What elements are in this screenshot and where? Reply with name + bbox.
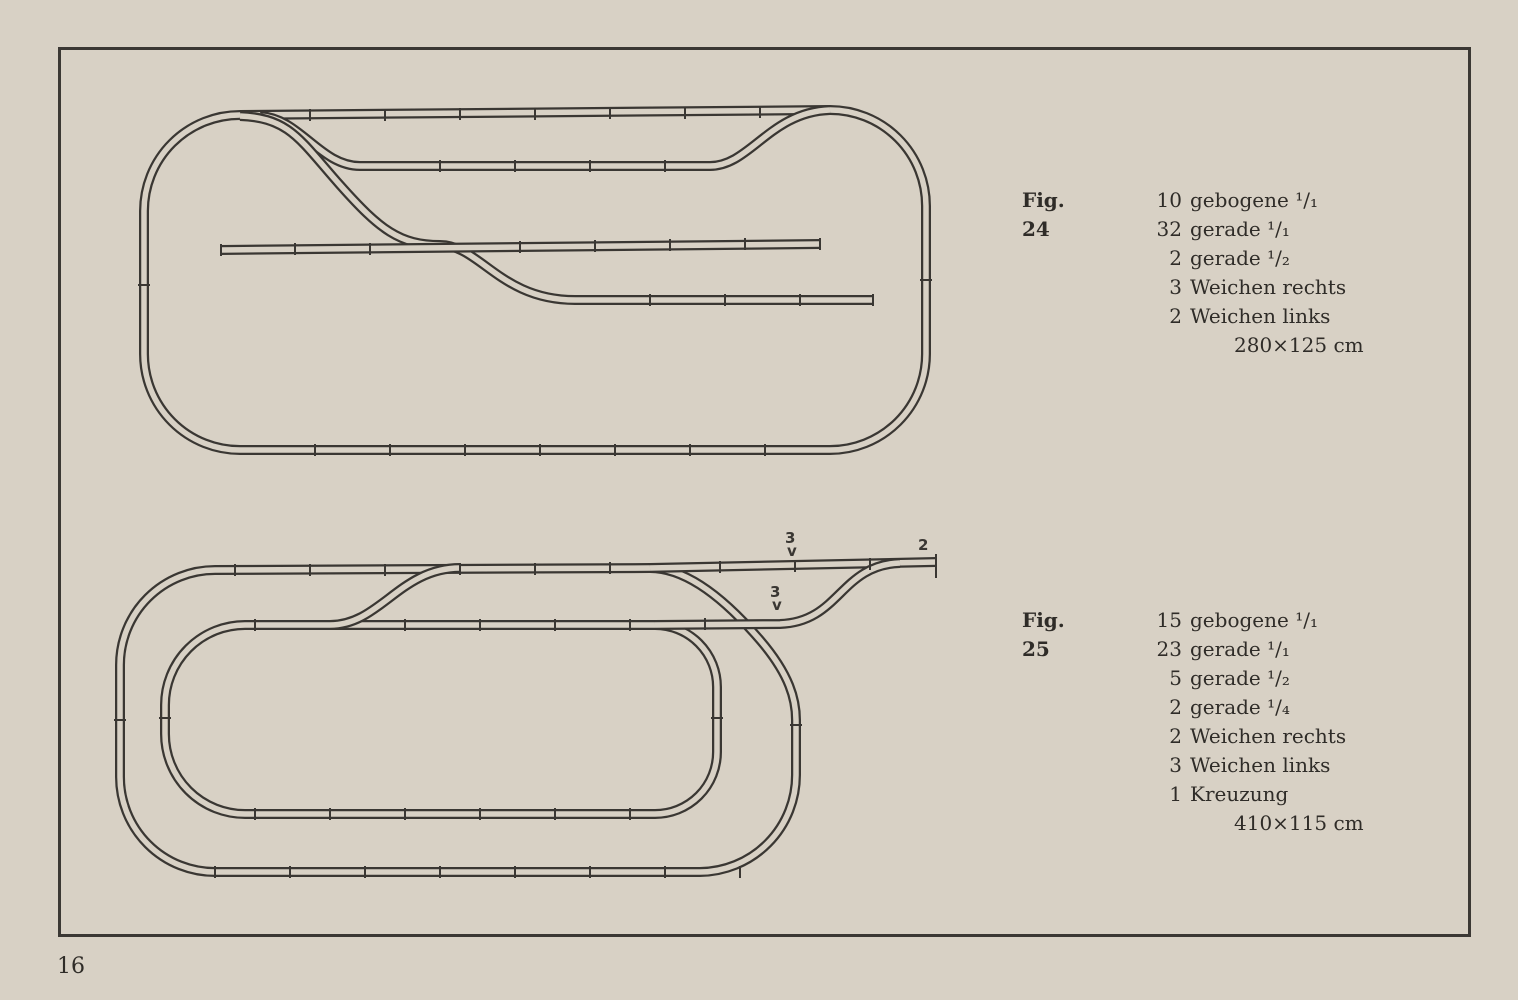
part-qty: 2 bbox=[1169, 304, 1182, 328]
part-name: gerade ¹/₁ bbox=[1190, 217, 1290, 241]
list-item: 1 Kreuzung bbox=[1146, 780, 1364, 809]
figure-frame bbox=[58, 47, 1471, 937]
part-name: Weichen links bbox=[1190, 304, 1331, 328]
part-name: gerade ¹/₄ bbox=[1190, 695, 1290, 719]
track-end-marker-2: 2 bbox=[918, 536, 928, 554]
part-name: Weichen links bbox=[1190, 753, 1331, 777]
list-item: 10 gebogene ¹/₁ bbox=[1146, 186, 1364, 215]
fig25-track-diagram: 3 v 3 v 2 bbox=[114, 529, 937, 878]
fig24-track-diagram bbox=[138, 105, 932, 456]
part-name: Weichen rechts bbox=[1190, 275, 1347, 299]
part-qty: 2 bbox=[1169, 724, 1182, 748]
part-qty: 3 bbox=[1169, 275, 1182, 299]
list-item: 23 gerade ¹/₁ bbox=[1146, 635, 1364, 664]
switch-marker-check-upper: v bbox=[787, 542, 797, 560]
part-name: gebogene ¹/₁ bbox=[1190, 188, 1318, 212]
fig24-label: Fig. 24 bbox=[1022, 188, 1065, 241]
part-qty: 5 bbox=[1169, 666, 1182, 690]
part-name: gerade ¹/₂ bbox=[1190, 666, 1290, 690]
part-name: gebogene ¹/₁ bbox=[1190, 608, 1318, 632]
list-item: 32 gerade ¹/₁ bbox=[1146, 215, 1364, 244]
fig25-label: Fig. 25 bbox=[1022, 608, 1065, 661]
switch-marker-check-lower: v bbox=[772, 596, 782, 614]
part-qty: 2 bbox=[1169, 246, 1182, 270]
fig24-dimensions: 280×125 cm bbox=[1234, 333, 1364, 357]
part-qty: 2 bbox=[1169, 695, 1182, 719]
part-name: Weichen rechts bbox=[1190, 724, 1347, 748]
part-qty: 10 bbox=[1156, 188, 1182, 212]
part-qty: 32 bbox=[1156, 217, 1182, 241]
switch-marker-3-upper: 3 bbox=[785, 529, 795, 547]
part-qty: 1 bbox=[1169, 782, 1182, 806]
list-item: 3 Weichen links bbox=[1146, 751, 1364, 780]
part-qty: 3 bbox=[1169, 753, 1182, 777]
list-item: 2 Weichen links bbox=[1146, 302, 1364, 331]
part-name: gerade ¹/₂ bbox=[1190, 246, 1290, 270]
list-item: 15 gebogene ¹/₁ bbox=[1146, 606, 1364, 635]
page-number: 16 bbox=[57, 954, 85, 979]
part-qty: 15 bbox=[1156, 608, 1182, 632]
part-name: gerade ¹/₁ bbox=[1190, 637, 1290, 661]
fig25-dimensions: 410×115 cm bbox=[1234, 811, 1364, 835]
list-item: 5 gerade ¹/₂ bbox=[1146, 664, 1364, 693]
list-item: 3 Weichen rechts bbox=[1146, 273, 1364, 302]
switch-marker-3-lower: 3 bbox=[770, 583, 780, 601]
list-item: 2 Weichen rechts bbox=[1146, 722, 1364, 751]
part-qty: 23 bbox=[1156, 637, 1182, 661]
part-name: Kreuzung bbox=[1190, 782, 1289, 806]
list-item: 2 gerade ¹/₄ bbox=[1146, 693, 1364, 722]
list-item: 2 gerade ¹/₂ bbox=[1146, 244, 1364, 273]
